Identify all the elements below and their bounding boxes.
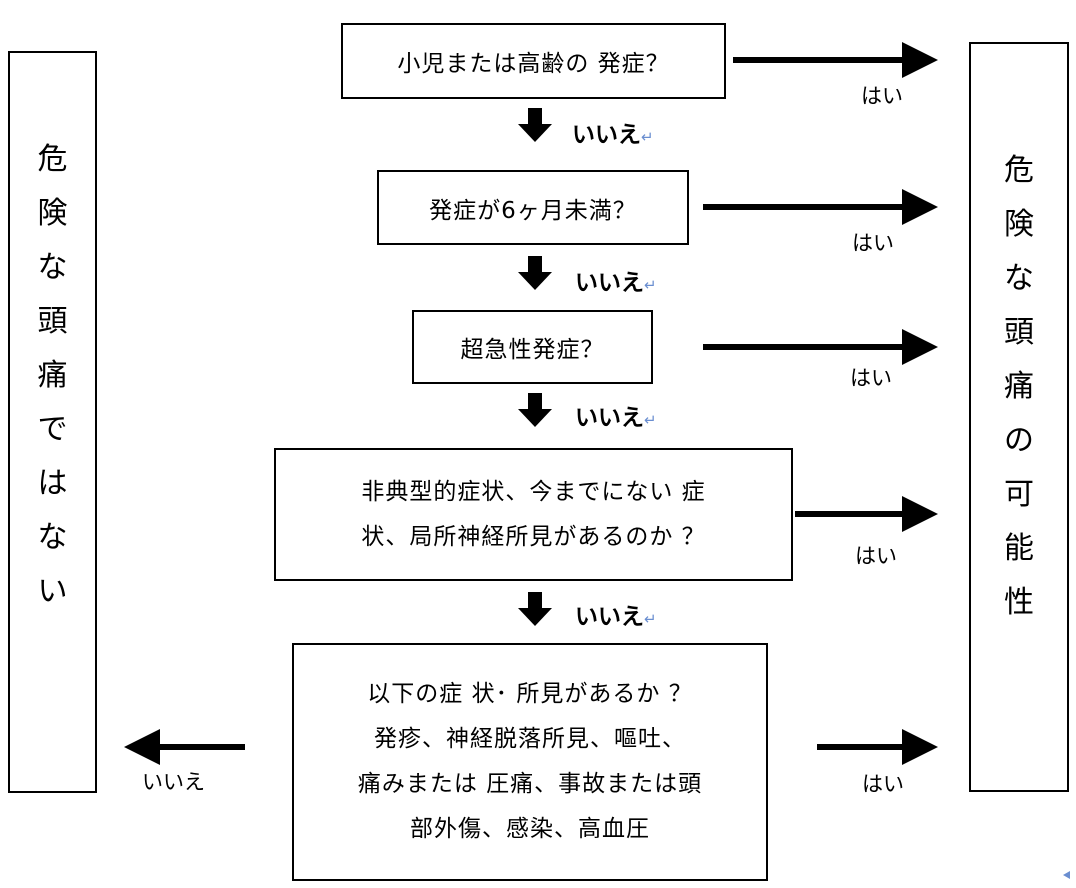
right-char: 危 (1004, 153, 1034, 188)
question-atypical-line: 状、局所神経所見があるのか ？ (361, 523, 706, 550)
yes-label: はい (852, 231, 894, 255)
right-char: 能 (1004, 531, 1034, 566)
left-char: 頭 (37, 304, 68, 339)
left-char: な (37, 520, 68, 555)
right-char: 痛 (1004, 369, 1034, 404)
right-char: の (1004, 423, 1034, 458)
no-text: いいえ (575, 405, 644, 431)
no-label-2: いいえ↵ (575, 263, 657, 297)
yes-label: はい (850, 366, 892, 390)
question-atypical-line: 非典型的症状、今までにない 症 (361, 478, 706, 505)
down-arrow-4 (518, 592, 552, 626)
right-char: な (1004, 261, 1034, 296)
no-text: いいえ (575, 270, 644, 296)
return-mark: ↵ (644, 610, 657, 628)
left-char: い (37, 574, 68, 609)
question-findings-line: 部外傷、感染、高血圧 (410, 816, 650, 842)
no-text: いいえ (575, 604, 644, 630)
left-char: は (37, 466, 68, 501)
question-hyperacute-text: 超急性発症？ (460, 337, 605, 363)
no-label-4: いいえ↵ (575, 597, 657, 631)
return-mark: ↵ (641, 128, 654, 146)
outcome-not-dangerous: 危 険 な 頭 痛 で は な い (8, 51, 97, 793)
question-onset-6-months: 発症が6ヶ月未満？ (377, 170, 689, 245)
corner-marker (1063, 871, 1070, 879)
question-hyperacute: 超急性発症？ (412, 310, 653, 384)
left-char: 危 (37, 142, 68, 177)
no-text: いいえ (572, 122, 641, 148)
question-findings-line: 以下の症 状･ 所見があるか ？ (367, 681, 693, 707)
return-mark: ↵ (644, 411, 657, 429)
no-label-1: いいえ↵ (572, 115, 654, 149)
left-char: で (37, 412, 68, 447)
left-char: な (37, 250, 68, 285)
down-arrow-3 (518, 393, 552, 427)
question-age-text: 小児または高齢の 発症？ (397, 51, 670, 77)
outcome-possibly-dangerous: 危 険 な 頭 痛 の 可 能 性 (969, 42, 1069, 792)
question-atypical: 非典型的症状、今までにない 症 状、局所神経所見があるのか ？ (274, 448, 793, 581)
yes-label: はい (855, 544, 897, 568)
yes-label: はい (861, 84, 903, 108)
left-char: 痛 (37, 358, 68, 393)
down-arrow-1 (518, 108, 552, 142)
right-char: 可 (1004, 477, 1034, 512)
question-onset-text: 発症が6ヶ月未満？ (429, 197, 637, 224)
right-char: 険 (1004, 207, 1034, 242)
question-age: 小児または高齢の 発症？ (341, 23, 726, 99)
right-char: 頭 (1004, 315, 1034, 350)
no-label-3: いいえ↵ (575, 398, 657, 432)
return-mark: ↵ (644, 276, 657, 294)
question-findings: 以下の症 状･ 所見があるか ？ 発疹、神経脱落所見、嘔吐、 痛みまたは 圧痛、… (292, 643, 768, 881)
left-char: 険 (37, 196, 68, 231)
yes-label: はい (862, 772, 904, 796)
question-findings-line: 痛みまたは 圧痛、事故または頭 (357, 771, 703, 797)
right-char: 性 (1004, 585, 1034, 620)
no-label-left: いいえ (142, 770, 205, 794)
down-arrow-2 (518, 256, 552, 290)
question-findings-line: 発疹、神経脱落所見、嘔吐、 (374, 726, 686, 752)
